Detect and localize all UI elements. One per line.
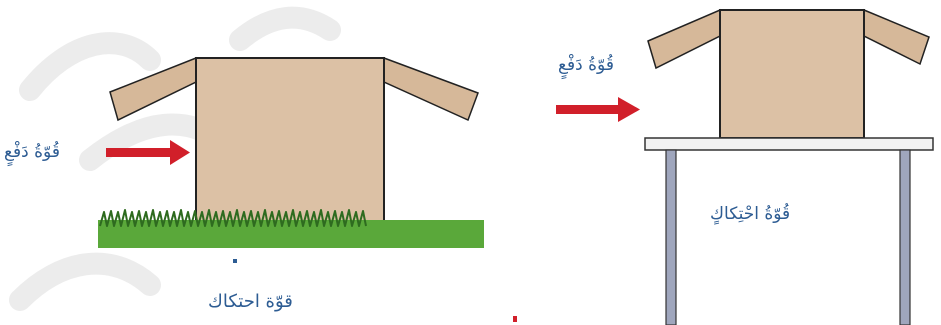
small-mark	[233, 259, 237, 263]
right-box-left-flap	[648, 10, 720, 68]
push-force-label-right: قُوّةُ دَفْعٍ	[558, 55, 614, 75]
right-box-right-flap	[864, 10, 929, 64]
right-push-arrow	[556, 97, 640, 122]
table-top	[645, 138, 933, 150]
left-box	[196, 58, 384, 228]
left-scene	[98, 58, 484, 263]
push-force-label-left: قُوّةُ دَفْعٍ	[4, 142, 60, 162]
bottom-mark	[513, 316, 517, 322]
left-box-right-flap	[384, 58, 478, 120]
friction-force-label-right: قُوّةُ احْتِكاكٍ	[710, 204, 790, 224]
right-box	[720, 10, 864, 138]
friction-force-label-left: قوّة احتكاك	[208, 291, 293, 312]
table-leg-left	[666, 150, 676, 325]
table-leg-right	[900, 150, 910, 325]
